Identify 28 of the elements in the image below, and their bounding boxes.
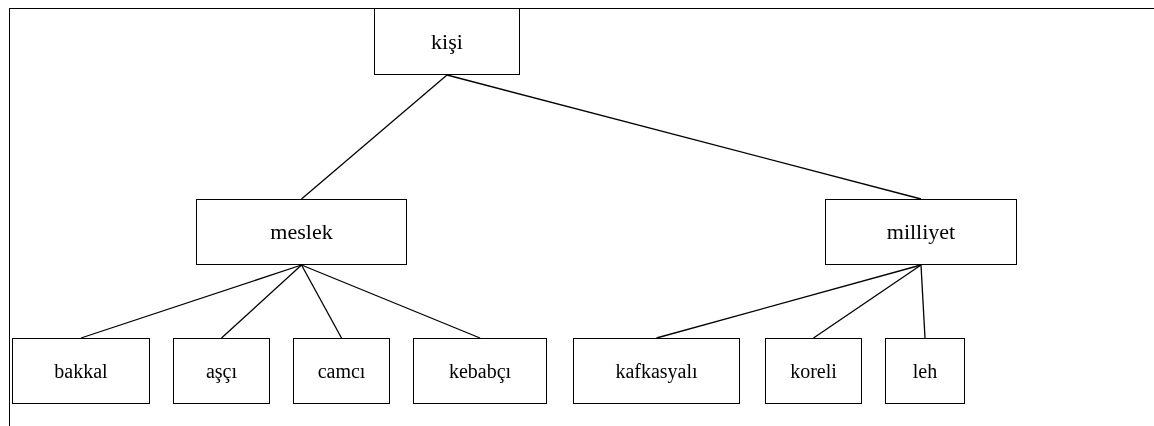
node-label: bakkal bbox=[54, 359, 108, 383]
connector-line bbox=[446, 74, 922, 200]
connector-line bbox=[812, 264, 922, 339]
node-label: kişi bbox=[431, 28, 463, 55]
node-label: leh bbox=[912, 359, 938, 383]
node-label: milliyet bbox=[886, 219, 956, 245]
node-label: camcı bbox=[317, 359, 366, 383]
category-box bbox=[825, 199, 1017, 265]
category-box bbox=[573, 338, 740, 404]
connector-line bbox=[300, 264, 481, 339]
category-box bbox=[885, 338, 965, 404]
category-box bbox=[293, 338, 390, 404]
connector-line bbox=[655, 264, 922, 339]
connector-line bbox=[920, 264, 926, 339]
connector-line bbox=[300, 74, 448, 200]
category-box bbox=[173, 338, 270, 404]
node-label: aşçı bbox=[205, 359, 238, 383]
node-label: kafkasyalı bbox=[615, 359, 698, 383]
node-label: koreli bbox=[790, 359, 837, 383]
category-box bbox=[765, 338, 862, 404]
node-label: kebabçı bbox=[448, 359, 512, 383]
node-label: meslek bbox=[270, 219, 333, 245]
category-box bbox=[12, 338, 150, 404]
category-box bbox=[196, 199, 407, 265]
connector-line bbox=[220, 264, 303, 339]
category-box bbox=[374, 8, 520, 75]
category-box bbox=[413, 338, 547, 404]
connector-line bbox=[300, 264, 343, 339]
